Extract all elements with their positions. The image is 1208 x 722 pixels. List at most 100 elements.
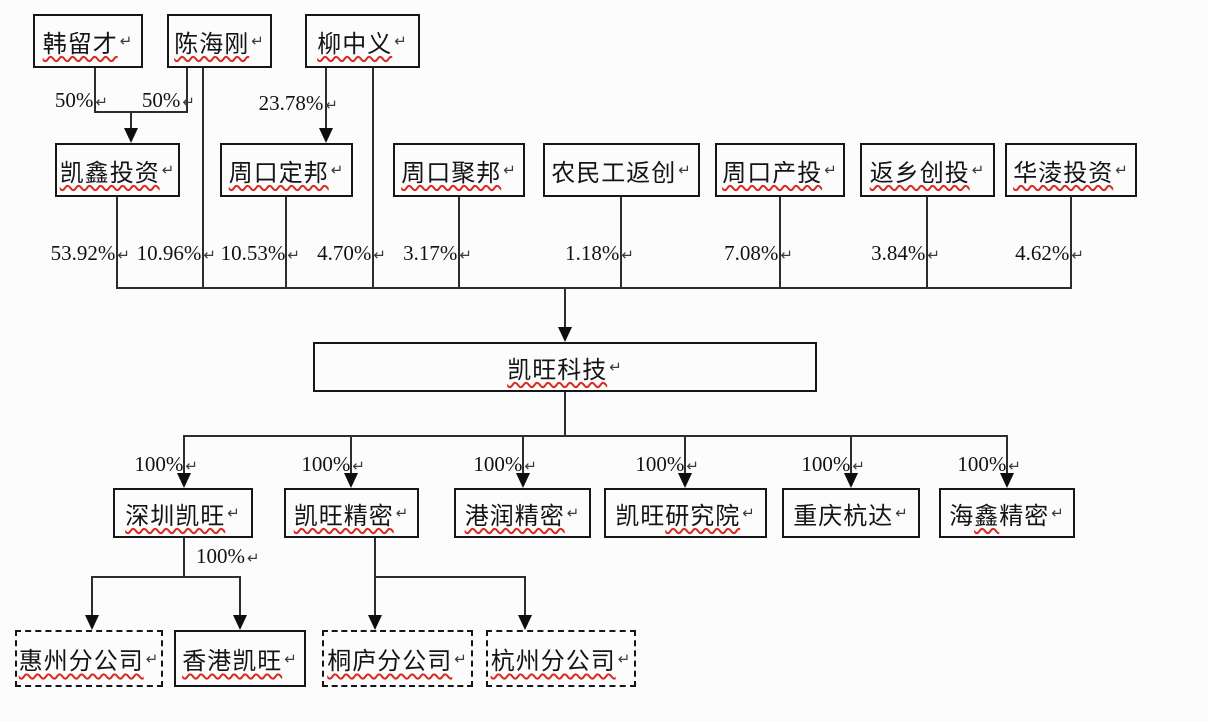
node-label: 返乡创投 <box>869 160 970 187</box>
connector-hualing-drop <box>1070 197 1072 288</box>
node-label: 周口聚邦 <box>401 160 502 187</box>
node-kaiwang-keji: 凯旺科技↵ <box>313 342 817 392</box>
connector-into-jingmi <box>350 436 352 476</box>
arrowhead-into-tonglu <box>368 615 382 630</box>
node-nongmingong-fanchuang: 农民工返创↵ <box>543 143 700 197</box>
edge-label-liu-direct-stake: 4.70%↵ <box>317 241 386 265</box>
connector-into-huizhou <box>91 577 93 616</box>
node-label: 凯旺科技 <box>507 357 608 384</box>
node-label: 华淩投资 <box>1013 160 1114 187</box>
connector-han-chen-merge-bar <box>94 111 188 113</box>
connector-kaiwang-down <box>564 392 566 436</box>
edge-label-fanxiang-stake: 3.84%↵ <box>871 241 940 265</box>
return-mark: ↵ <box>971 161 986 179</box>
node-label: 韩留才 <box>42 31 118 58</box>
edge-label-dingbang-stake: 10.53%↵ <box>220 241 300 265</box>
connector-kaixin-drop <box>116 197 118 288</box>
node-label: 周口定邦 <box>228 160 329 187</box>
connector-chen-drop <box>186 68 188 112</box>
node-hualing-touzi: 华淩投资↵ <box>1005 143 1137 197</box>
edge-label-jubang-stake: 3.17%↵ <box>403 241 472 265</box>
connector-jubang-drop <box>458 197 460 288</box>
return-mark: ↵ <box>686 457 699 475</box>
return-mark: ↵ <box>394 32 408 50</box>
edge-label-chen-to-kaixin: 50%↵ <box>141 88 195 112</box>
node-fanxiang-chuangtou: 返乡创投↵ <box>860 143 995 197</box>
edge-label-kaixin-stake: 53.92%↵ <box>50 241 130 265</box>
return-mark: ↵ <box>247 549 260 567</box>
return-mark: ↵ <box>287 246 300 264</box>
connector-shenzhen-drop <box>183 538 185 577</box>
connector-into-hangzhou <box>524 577 526 616</box>
connector-han-drop <box>94 68 96 112</box>
node-label: 农民工返创 <box>551 160 677 187</box>
connector-chen-direct <box>202 68 204 288</box>
return-mark: ↵ <box>742 504 756 522</box>
return-mark: ↵ <box>895 504 909 522</box>
return-mark: ↵ <box>852 457 865 475</box>
node-kaixin-touzi: 凯鑫投资↵ <box>55 143 180 197</box>
return-mark: ↵ <box>185 457 198 475</box>
node-liu-zhongyi: 柳中义↵ <box>305 14 420 68</box>
connector-into-kaiwang <box>564 288 566 329</box>
return-mark: ↵ <box>119 32 134 50</box>
connector-nongmingong-drop <box>620 197 622 288</box>
return-mark: ↵ <box>824 161 838 179</box>
return-mark: ↵ <box>203 246 216 264</box>
return-mark: ↵ <box>617 649 632 668</box>
arrowhead-into-chongqing <box>844 473 858 488</box>
node-label: 桐庐分公司 <box>327 649 453 675</box>
connector-into-kaixin <box>130 112 132 130</box>
node-label-marked: 鑫 <box>974 503 1000 530</box>
return-mark: ↵ <box>117 246 130 264</box>
edge-label-to-gangrun: 100%↵ <box>473 452 537 476</box>
connector-shenzhen-branch-bar <box>91 576 241 578</box>
connector-into-shenzhen <box>183 436 185 476</box>
edge-label-to-yanjiuyuan: 100%↵ <box>635 452 699 476</box>
connector-into-haixin <box>1006 436 1008 476</box>
node-zhoukou-dingbang: 周口定邦↵ <box>220 143 353 197</box>
connector-shareholder-collector-bar <box>116 287 1072 289</box>
return-mark: ↵ <box>373 246 386 264</box>
return-mark: ↵ <box>95 93 108 111</box>
edge-label-shenzhen-branches: 100%↵ <box>196 544 260 568</box>
edge-label-chantou-stake: 7.08%↵ <box>724 241 793 265</box>
return-mark: ↵ <box>524 457 537 475</box>
return-mark: ↵ <box>566 504 581 522</box>
connector-dingbang-drop <box>285 197 287 288</box>
node-gangrun-jingmi: 港润精密↵ <box>454 488 591 538</box>
arrowhead-into-hangzhou <box>518 615 532 630</box>
edge-label-han-to-kaixin: 50%↵ <box>54 88 108 112</box>
node-label-plain: 精密 <box>999 503 1050 530</box>
arrowhead-into-kaiwang <box>558 327 572 342</box>
return-mark: ↵ <box>927 246 940 264</box>
node-label: 重庆杭达 <box>793 503 894 530</box>
edge-label-to-chongqing: 100%↵ <box>801 452 865 476</box>
edge-label-to-haixin: 100%↵ <box>957 452 1021 476</box>
node-label: 凯鑫投资 <box>59 160 160 187</box>
return-mark: ↵ <box>182 93 195 111</box>
arrowhead-into-gangrun <box>516 473 530 488</box>
return-mark: ↵ <box>1008 457 1021 475</box>
connector-jingmi-branch-bar <box>374 576 526 578</box>
node-label: 柳中义 <box>317 31 393 58</box>
edge-label-nongmingong-stake: 1.18%↵ <box>565 241 634 265</box>
return-mark: ↵ <box>609 358 623 376</box>
return-mark: ↵ <box>395 504 410 522</box>
return-mark: ↵ <box>325 96 338 114</box>
connector-into-yanjiuyuan <box>684 436 686 476</box>
return-mark: ↵ <box>352 457 365 475</box>
return-mark: ↵ <box>1051 504 1065 522</box>
arrowhead-into-kaixin <box>124 128 138 143</box>
edge-label-liu-to-dingbang: 23.78%↵ <box>258 91 338 115</box>
connector-liu-into-dingbang <box>325 68 327 129</box>
return-mark: ↵ <box>454 649 468 668</box>
node-chen-haigang: 陈海刚↵ <box>167 14 272 68</box>
edge-label-to-jingmi: 100%↵ <box>301 452 365 476</box>
return-mark: ↵ <box>284 649 298 668</box>
node-label: 凯旺精密 <box>293 503 394 530</box>
node-zhoukou-jubang: 周口聚邦↵ <box>393 143 525 197</box>
node-zhoukou-chantou: 周口产投↵ <box>715 143 845 197</box>
return-mark: ↵ <box>161 161 176 179</box>
